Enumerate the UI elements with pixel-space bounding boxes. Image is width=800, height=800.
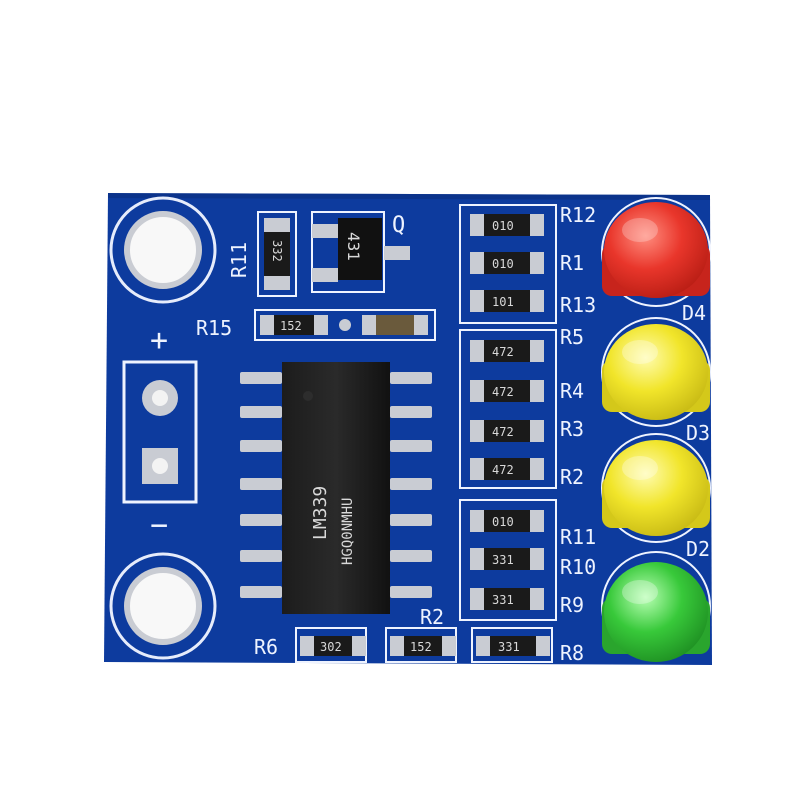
d3-label: D3 xyxy=(686,421,710,445)
chip-pins-left xyxy=(240,372,282,598)
r2-code: 472 xyxy=(492,463,514,477)
r15-label: R15 xyxy=(196,316,232,340)
comparator-chip: LM339 HGQ0NMHU xyxy=(282,362,390,614)
resistor-r12: 010 xyxy=(470,214,544,236)
minus-label: − xyxy=(150,508,168,543)
r11-code: 332 xyxy=(270,240,284,262)
led-green xyxy=(602,562,710,662)
r4-label: R4 xyxy=(560,379,584,403)
r10-code: 331 xyxy=(492,553,514,567)
r5-code: 472 xyxy=(492,345,514,359)
resistor-r8: 331 xyxy=(471,627,553,663)
r11-label: R11 xyxy=(227,242,251,278)
r13-label: R13 xyxy=(560,293,596,317)
r8-code: 331 xyxy=(498,640,520,654)
d2-label: D2 xyxy=(686,537,710,561)
r6-code: 302 xyxy=(320,640,342,654)
resistor-r3: 472 xyxy=(470,420,544,442)
chip-marking-1: LM339 xyxy=(310,486,331,540)
r9-code: 331 xyxy=(492,593,514,607)
resistor-r11: 332 xyxy=(257,211,297,297)
led-yellow-1 xyxy=(602,324,710,420)
resistor-r6: 302 xyxy=(295,627,367,663)
mounting-hole-top-left xyxy=(109,196,217,304)
transistor-marking: 431 xyxy=(344,232,363,261)
r6-label: R6 xyxy=(254,635,278,659)
resistor-r4: 472 xyxy=(470,380,544,402)
mounting-hole-bottom-left xyxy=(109,552,217,660)
resistor-r13: 101 xyxy=(470,290,544,312)
transistor-q: 431 xyxy=(311,211,410,293)
led-yellow-2 xyxy=(602,440,710,536)
chip-marking-2: HGQ0NMHU xyxy=(340,498,356,565)
resistor-r9: 331 xyxy=(470,588,544,610)
r1-label: R1 xyxy=(560,251,584,275)
resistor-block-top xyxy=(459,204,557,324)
r1-code: 010 xyxy=(492,257,514,271)
resistor-r2-bottom: 152 xyxy=(385,627,457,663)
plus-label: + xyxy=(150,323,168,358)
power-connector xyxy=(122,360,198,504)
chip-pins-right xyxy=(390,372,432,598)
q-label: Q xyxy=(392,213,405,238)
r4-code: 472 xyxy=(492,385,514,399)
r15-code: 152 xyxy=(280,319,302,333)
r13-code: 101 xyxy=(492,295,514,309)
led-red xyxy=(602,202,710,298)
r2-right-label: R2 xyxy=(560,465,584,489)
r11-right-label: R11 xyxy=(560,525,596,549)
resistor-r15: 152 xyxy=(254,309,436,341)
r12-code: 010 xyxy=(492,219,514,233)
resistor-r11-right: 010 xyxy=(470,510,544,532)
resistor-r1: 010 xyxy=(470,252,544,274)
d4-label: D4 xyxy=(682,301,706,325)
r8-label: R8 xyxy=(560,641,584,665)
r5-label: R5 xyxy=(560,325,584,349)
r3-code: 472 xyxy=(492,425,514,439)
r2-bottom-code: 152 xyxy=(410,640,432,654)
resistor-block-mid xyxy=(459,329,557,489)
r11-right-code: 010 xyxy=(492,515,514,529)
r10-label: R10 xyxy=(560,555,596,579)
resistor-r2: 472 xyxy=(470,458,544,480)
r12-label: R12 xyxy=(560,203,596,227)
r3-label: R3 xyxy=(560,417,584,441)
r9-label: R9 xyxy=(560,593,584,617)
resistor-r10: 331 xyxy=(470,548,544,570)
resistor-block-bottom xyxy=(459,499,557,621)
r2-bottom-label: R2 xyxy=(420,605,444,629)
resistor-r5: 472 xyxy=(470,340,544,362)
